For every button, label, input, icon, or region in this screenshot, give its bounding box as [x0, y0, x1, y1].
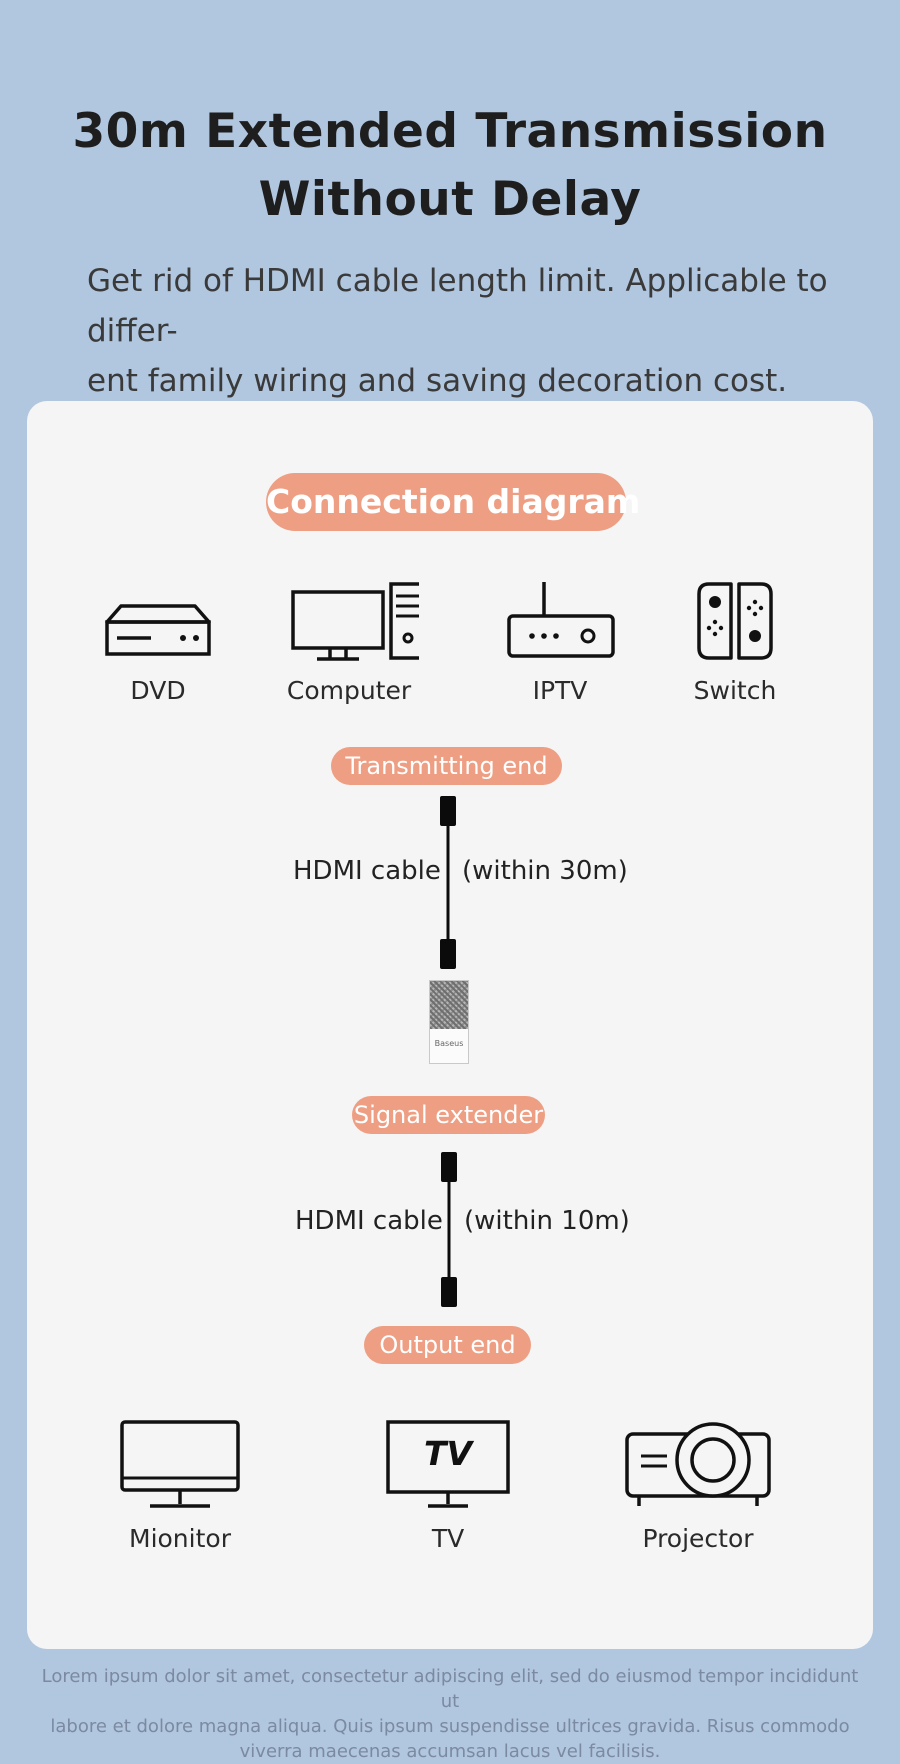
- extender-mesh: [430, 981, 468, 1029]
- page-title: 30m Extended Transmission Without Delay: [0, 98, 900, 234]
- output-label: Mionitor: [129, 1524, 231, 1553]
- signal-extender-device: Baseus: [429, 980, 469, 1064]
- output-tv: TV TV: [378, 1418, 518, 1553]
- cable-1-length: (within 30m): [462, 856, 628, 886]
- source-label: DVD: [130, 676, 186, 705]
- title-line-2: Without Delay: [258, 172, 642, 227]
- title-line-1: 30m Extended Transmission: [72, 104, 828, 159]
- subtitle: Get rid of HDMI cable length limit. Appl…: [87, 256, 877, 406]
- extender-brand: Baseus: [434, 1039, 464, 1048]
- cable-2-length: (within 10m): [464, 1206, 630, 1236]
- footer-line-2: labore et dolore magna aliqua. Quis ipsu…: [50, 1716, 850, 1737]
- output-monitor: Mionitor: [115, 1418, 245, 1553]
- source-label: IPTV: [532, 676, 588, 705]
- transmitting-end-label: Transmitting end: [331, 747, 562, 785]
- subtitle-line-2: ent family wiring and saving decoration …: [87, 363, 788, 399]
- footer-line-1: Lorem ipsum dolor sit amet, consectetur …: [41, 1666, 859, 1712]
- iptv-box-icon: [507, 582, 615, 658]
- game-console-icon: [697, 582, 773, 660]
- cable-2-name: HDMI cable: [295, 1206, 443, 1236]
- subtitle-line-1: Get rid of HDMI cable length limit. Appl…: [87, 263, 828, 349]
- output-end-label: Output end: [364, 1326, 531, 1364]
- tv-screen-text: TV: [423, 1434, 473, 1473]
- output-label: TV: [431, 1524, 465, 1553]
- source-label: Switch: [693, 676, 777, 705]
- monitor-icon: [120, 1420, 240, 1508]
- output-label: Projector: [642, 1524, 754, 1553]
- tv-frame-icon: [386, 1420, 510, 1508]
- footer-text: Lorem ipsum dolor sit amet, consectetur …: [30, 1664, 870, 1764]
- footer-line-3: viverra maecenas accumsan lacus vel faci…: [239, 1741, 661, 1762]
- desktop-computer-icon: [291, 582, 419, 661]
- source-switch: Switch: [680, 580, 790, 705]
- source-dvd: DVD: [88, 590, 228, 705]
- tv-icon: TV: [384, 1418, 512, 1510]
- hdmi-cable-1: [440, 796, 456, 969]
- hdmi-cable-2: [441, 1152, 457, 1307]
- connection-diagram-heading: Connection diagram: [266, 473, 640, 531]
- source-label: Computer: [286, 676, 412, 705]
- output-projector: Projector: [620, 1418, 776, 1553]
- signal-extender-label: Signal extender: [352, 1096, 545, 1134]
- projector-icon: [625, 1422, 771, 1506]
- dvd-player-icon: [105, 604, 211, 656]
- source-computer: Computer: [274, 580, 424, 705]
- cable-1-name: HDMI cable: [293, 856, 441, 886]
- source-iptv: IPTV: [495, 578, 625, 705]
